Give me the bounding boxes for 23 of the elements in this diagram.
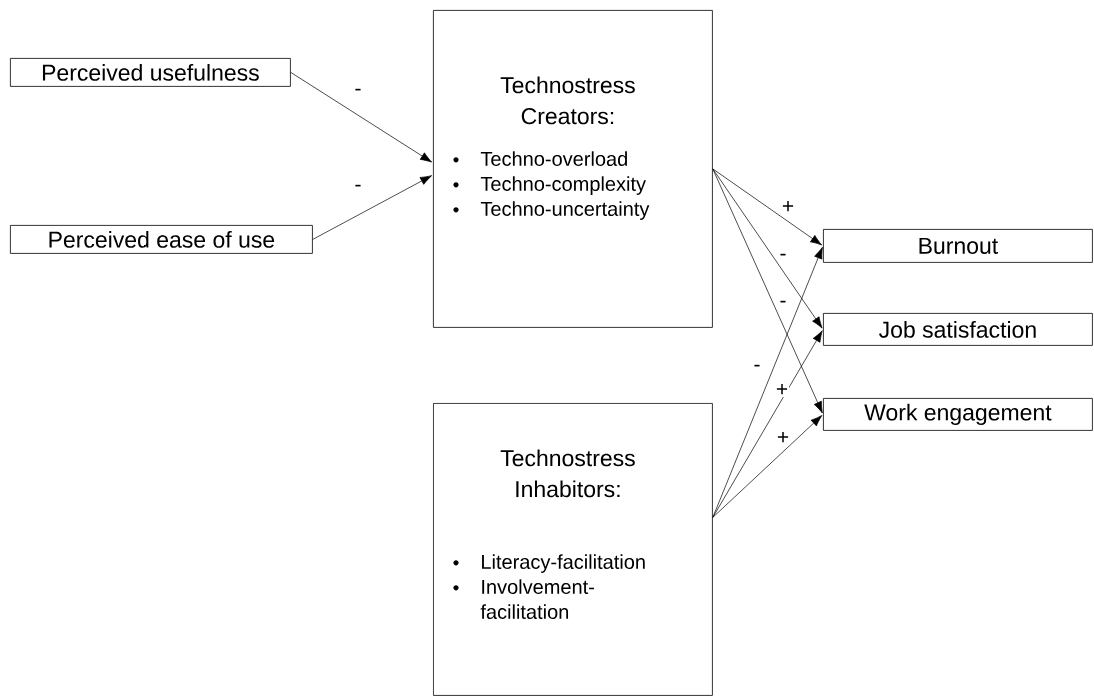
variable-box: Burnout: [823, 229, 1093, 263]
edge-label: -: [353, 87, 363, 97]
arrow: [712, 247, 823, 518]
edge-label: +: [780, 199, 796, 215]
edge-label: -: [778, 299, 788, 309]
variable-box: Work engagement: [823, 398, 1093, 431]
edge-label: -: [752, 363, 762, 373]
edge-label: -: [778, 252, 788, 262]
edge-label: -: [353, 183, 363, 193]
edge-label: +: [774, 382, 790, 398]
construct-box: Technostress Creators: Techno-overload Techno-complexity Techno-uncertainty: [433, 10, 713, 328]
edge-label: +: [775, 430, 791, 446]
arrow: [712, 330, 823, 518]
variable-box: Job satisfaction: [823, 313, 1093, 346]
arrow: [312, 175, 432, 240]
variable-box: Perceived ease of use: [10, 225, 313, 254]
arrow: [712, 415, 823, 518]
construct-box: Technostress Inhabitors: Literacy-facilitation Involvement-facilitation: [433, 403, 713, 696]
arrow: [290, 72, 433, 163]
arrow: [712, 168, 823, 414]
variable-box: Perceived usefulness: [10, 58, 291, 87]
arrow: [712, 168, 823, 246]
arrow: [712, 168, 823, 329]
